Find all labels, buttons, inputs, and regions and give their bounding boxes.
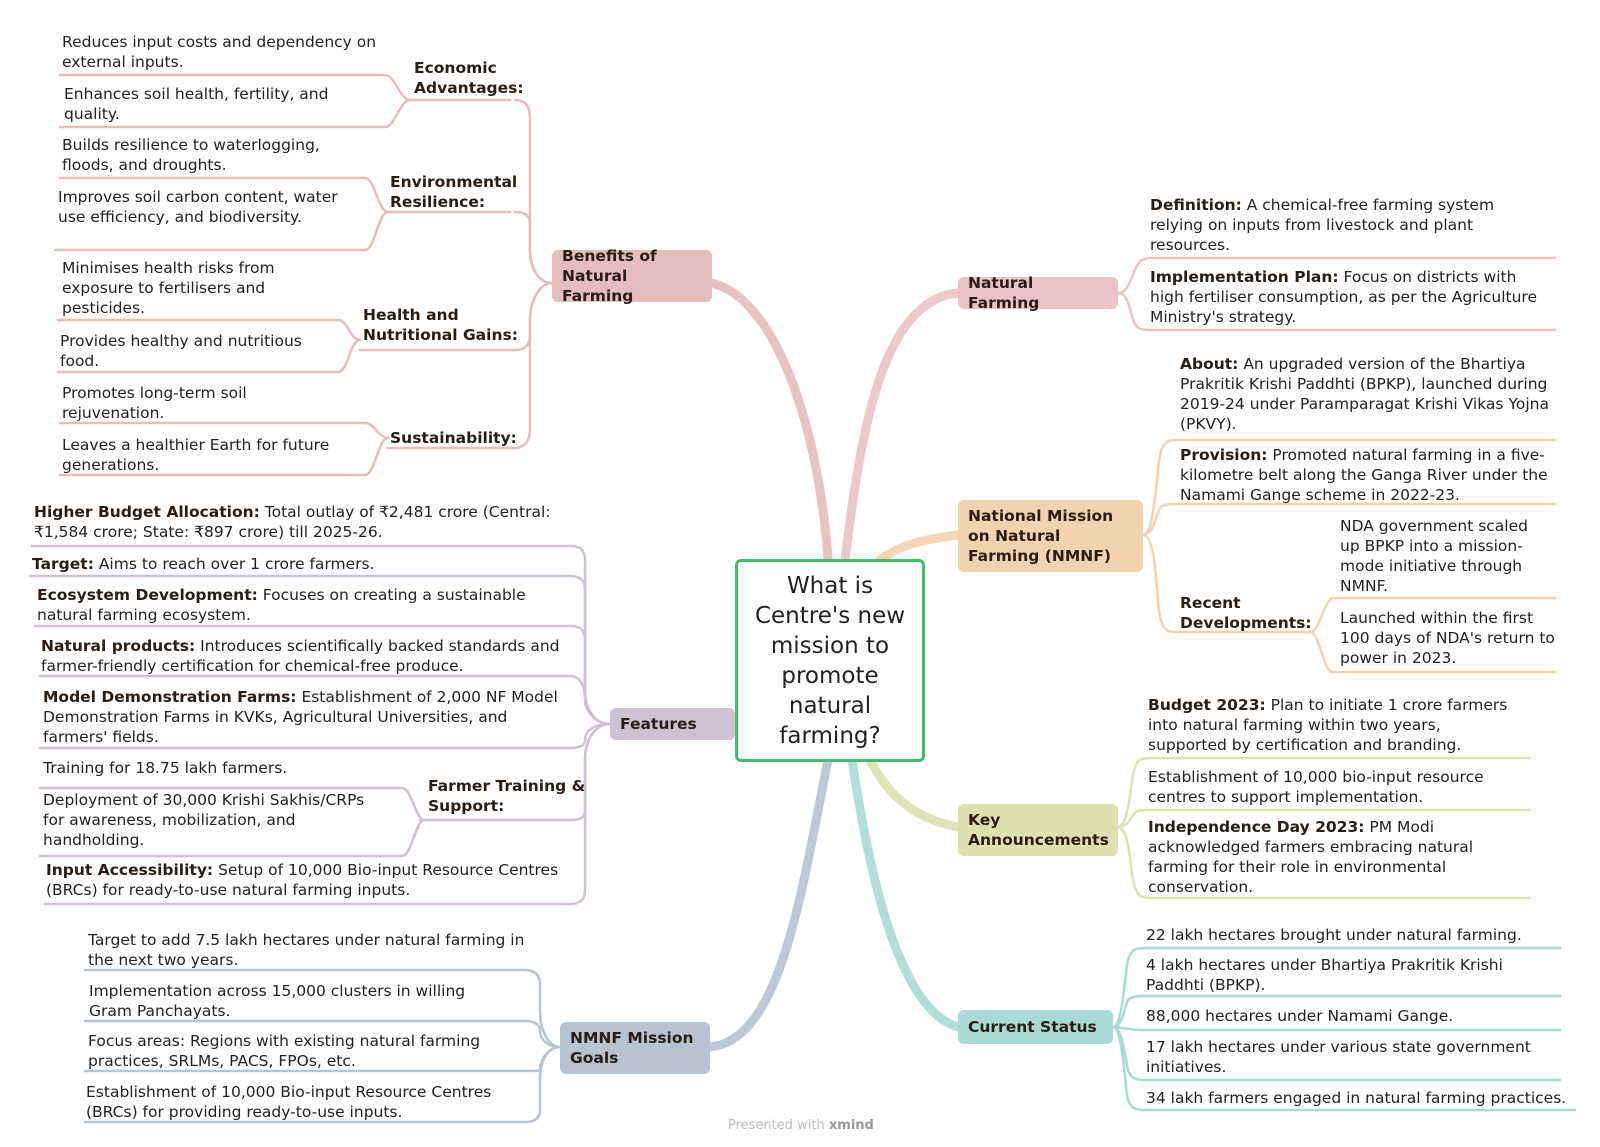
topic-features[interactable]: Features [610, 708, 735, 740]
benefits-environmental-label[interactable]: Environmental Resilience: [390, 173, 518, 211]
nmnf-about[interactable]: About: An upgraded version of the Bharti… [1180, 355, 1549, 433]
goals-item[interactable]: Focus areas: Regions with existing natur… [88, 1032, 481, 1070]
benefits-economic-label[interactable]: Economic Advantages: [414, 59, 524, 97]
topic-key-announcements[interactable]: Key Announcements [958, 804, 1118, 856]
topic-natural-farming[interactable]: Natural Farming [958, 274, 1118, 312]
natural-implementation-plan[interactable]: Implementation Plan: Focus on districts … [1150, 268, 1537, 326]
status-item[interactable]: 17 lakh hectares under various state gov… [1146, 1038, 1531, 1076]
status-item[interactable]: 22 lakh hectares brought under natural f… [1146, 926, 1522, 944]
nmnf-recent-item[interactable]: Launched within the first 100 days of ND… [1340, 609, 1555, 667]
benefits-health-item[interactable]: Minimises health risks from exposure to … [62, 259, 275, 317]
watermark: Presented with xmind [728, 1118, 874, 1133]
features-input-accessibility[interactable]: Input Accessibility: Setup of 10,000 Bio… [46, 861, 559, 899]
key-budget-2023[interactable]: Budget 2023: Plan to initiate 1 crore fa… [1148, 696, 1508, 754]
nmnf-provision[interactable]: Provision: Promoted natural farming in a… [1180, 446, 1548, 504]
topic-current-status[interactable]: Current Status [958, 1010, 1113, 1044]
status-item[interactable]: 4 lakh hectares under Bhartiya Prakritik… [1146, 956, 1503, 994]
key-independence-day[interactable]: Independence Day 2023: PM Modi acknowled… [1148, 818, 1474, 896]
topic-nmnf-goals[interactable]: NMNF Mission Goals [560, 1022, 710, 1074]
benefits-health-item[interactable]: Provides healthy and nutritious food. [60, 332, 302, 370]
benefits-sustainability-label[interactable]: Sustainability: [390, 429, 517, 447]
goals-item[interactable]: Establishment of 10,000 Bio-input Resour… [86, 1083, 492, 1121]
benefits-environmental-item[interactable]: Improves soil carbon content, water use … [58, 188, 338, 226]
goals-item[interactable]: Target to add 7.5 lakh hectares under na… [88, 931, 525, 969]
features-training-label[interactable]: Farmer Training & Support: [428, 777, 586, 815]
nmnf-recent-item[interactable]: NDA government scaled up BPKP into a mis… [1340, 517, 1528, 595]
features-target[interactable]: Target: Aims to reach over 1 crore farme… [32, 555, 375, 573]
benefits-economic-item[interactable]: Reduces input costs and dependency on ex… [62, 33, 377, 71]
goals-item[interactable]: Implementation across 15,000 clusters in… [89, 982, 466, 1020]
central-topic[interactable]: What is Centre's new mission to promote … [735, 559, 925, 762]
features-budget[interactable]: Higher Budget Allocation: Total outlay o… [34, 503, 551, 541]
features-training-item[interactable]: Deployment of 30,000 Krishi Sakhis/CRPs … [43, 791, 365, 849]
key-centres[interactable]: Establishment of 10,000 bio-input resour… [1148, 768, 1484, 806]
status-item[interactable]: 34 lakh farmers engaged in natural farmi… [1146, 1089, 1567, 1107]
benefits-environmental-item[interactable]: Builds resilience to waterlogging, flood… [62, 136, 320, 174]
features-ecosystem[interactable]: Ecosystem Development: Focuses on creati… [37, 586, 526, 624]
nmnf-recent-label[interactable]: Recent Developments: [1180, 594, 1312, 632]
benefits-sustainability-item[interactable]: Promotes long-term soil rejuvenation. [62, 384, 247, 422]
topic-nmnf[interactable]: National Mission on Natural Farming (NMN… [958, 500, 1143, 572]
benefits-economic-item[interactable]: Enhances soil health, fertility, and qua… [64, 85, 329, 123]
topic-benefits[interactable]: Benefits of Natural Farming [552, 247, 712, 305]
central-topic-label: What is Centre's new mission to promote … [754, 572, 906, 749]
status-item[interactable]: 88,000 hectares under Namami Gange. [1146, 1007, 1454, 1025]
features-training-item[interactable]: Training for 18.75 lakh farmers. [43, 759, 288, 777]
benefits-health-label[interactable]: Health and Nutritional Gains: [363, 306, 518, 344]
features-model-farms[interactable]: Model Demonstration Farms: Establishment… [43, 688, 558, 746]
benefits-sustainability-item[interactable]: Leaves a healthier Earth for future gene… [62, 436, 330, 474]
features-natural-products[interactable]: Natural products: Introduces scientifica… [41, 637, 560, 675]
natural-definition[interactable]: Definition: A chemical-free farming syst… [1150, 196, 1495, 254]
